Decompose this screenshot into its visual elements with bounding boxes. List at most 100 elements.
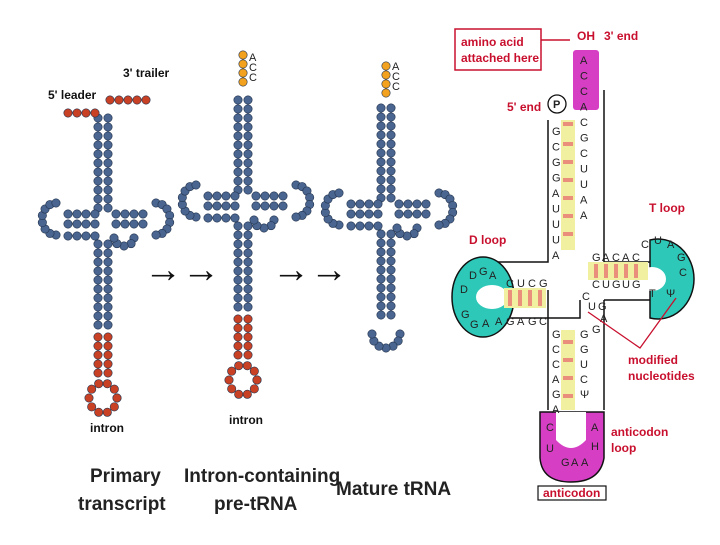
bead [234, 389, 244, 399]
bead [242, 361, 252, 371]
bead [94, 379, 104, 389]
base-variable-loop: U [588, 301, 596, 313]
bead [103, 203, 113, 213]
bead [243, 314, 253, 324]
bead [243, 149, 253, 159]
bead [93, 185, 103, 195]
bead [386, 274, 396, 284]
bead [243, 131, 253, 141]
bead [233, 257, 243, 267]
bead [212, 191, 222, 201]
bead [93, 311, 103, 321]
base-acceptor-5prime: U [552, 204, 560, 216]
bead [63, 219, 73, 229]
bead [233, 275, 243, 285]
bead [386, 148, 396, 158]
bead [233, 158, 243, 168]
bead [376, 301, 386, 311]
acceptor-tip [573, 50, 599, 110]
bead [243, 293, 253, 303]
acceptor-pair-band [561, 120, 575, 250]
base-d-loop: A [489, 270, 497, 282]
bead [233, 332, 243, 342]
bead [376, 265, 386, 275]
bead [364, 209, 374, 219]
bead [233, 248, 243, 258]
bead [102, 407, 112, 417]
pair-bar [624, 264, 628, 278]
base-anticodon-stem-right: C [580, 374, 588, 386]
base-d-loop: G [479, 266, 488, 278]
base-t-loop: A [667, 239, 675, 251]
bead [87, 402, 97, 412]
modified-pointer [587, 297, 677, 349]
base-variable-loop: G [598, 301, 607, 313]
base-anticodon-loop: A [581, 457, 589, 469]
bead [105, 95, 115, 105]
bead [90, 209, 100, 219]
base-anticodon-stem-left: G [552, 389, 561, 401]
base-t-stem-top: G [592, 252, 601, 264]
bead [233, 221, 243, 231]
bead [376, 256, 386, 266]
pair-bar [594, 264, 598, 278]
bead [249, 384, 259, 394]
t-loop-shape [649, 238, 695, 320]
bead [386, 283, 396, 293]
bead [376, 148, 386, 158]
bead [367, 329, 377, 339]
pair-bar [563, 394, 573, 398]
base-anticodon-loop: H [591, 441, 599, 453]
bead [132, 95, 142, 105]
bead [376, 103, 386, 113]
bead [103, 266, 113, 276]
caption-intron-2: pre-tRNA [214, 494, 298, 515]
bead [221, 213, 231, 223]
bead [243, 257, 253, 267]
bead [81, 209, 91, 219]
bead [103, 320, 113, 330]
base-d-loop: A [482, 318, 490, 330]
bead [243, 140, 253, 150]
bead [90, 219, 100, 229]
bead [260, 191, 270, 201]
bead [103, 302, 113, 312]
bead [243, 284, 253, 294]
bead [243, 95, 253, 105]
bead [376, 247, 386, 257]
arrow-2: →→ [272, 249, 348, 291]
acc-2-c2: C [392, 81, 400, 93]
pair-bar [563, 358, 573, 362]
bead [103, 140, 113, 150]
bead [109, 233, 119, 243]
bead [373, 209, 383, 219]
bead [386, 238, 396, 248]
bead [103, 194, 113, 204]
bead [386, 184, 396, 194]
base-acceptor-3prime: C [580, 86, 588, 98]
bead [381, 61, 391, 71]
bead [93, 293, 103, 303]
bead [72, 231, 82, 241]
bead [221, 191, 231, 201]
bead [291, 212, 301, 222]
base-acceptor-3prime: U [580, 164, 588, 176]
bead [386, 292, 396, 302]
bead [103, 359, 113, 369]
bead [233, 122, 243, 132]
bead [93, 248, 103, 258]
base-acceptor-5prime: U [552, 219, 560, 231]
pair-bar [563, 196, 573, 200]
bead [120, 219, 130, 229]
bead [120, 209, 130, 219]
bead [224, 375, 234, 385]
bead [221, 201, 231, 211]
pair-bar [508, 290, 512, 306]
base-anticodon-loop: A [571, 457, 579, 469]
bead [230, 213, 240, 223]
bead [93, 368, 103, 378]
bead [233, 149, 243, 159]
bead [103, 257, 113, 267]
bead [141, 95, 151, 105]
bead [103, 284, 113, 294]
